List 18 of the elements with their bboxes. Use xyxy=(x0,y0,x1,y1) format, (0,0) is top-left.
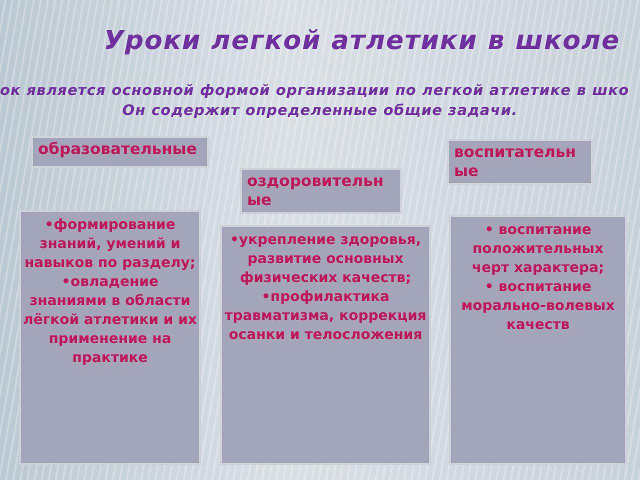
task-text: •овладение знаниями в области лёгкой атлетики и их применение на практике xyxy=(22,273,198,368)
task-panel xyxy=(449,215,627,465)
category-heading: воспитательные xyxy=(454,143,578,181)
subtitle-text: ок является основной формой организации по легкой атлетике в шко xyxy=(0,82,630,100)
slide-title: Уроки легкой атлетики в школе xyxy=(102,25,622,57)
task-text: •профилактика травматизма, коррекция осанки и телосложения xyxy=(224,288,428,345)
task-text: • воспитание положительных черт характера; xyxy=(470,221,606,278)
task-text: • воспитание морально-волевых качеств xyxy=(460,278,616,335)
subtitle-text: Он содержит определенные общие задачи. xyxy=(121,102,519,120)
category-heading: образовательные xyxy=(38,140,198,159)
category-panel xyxy=(447,139,593,185)
category-panel xyxy=(240,168,402,214)
task-panel xyxy=(220,225,431,465)
category-panel xyxy=(31,136,209,168)
task-text: •формирование знаний, умений и навыков по разделу; xyxy=(23,216,197,273)
task-text: •укрепление здоровья, развитие основных физических качеств; xyxy=(228,231,422,288)
task-panel xyxy=(19,210,201,465)
category-heading: оздоровительные xyxy=(247,172,385,210)
